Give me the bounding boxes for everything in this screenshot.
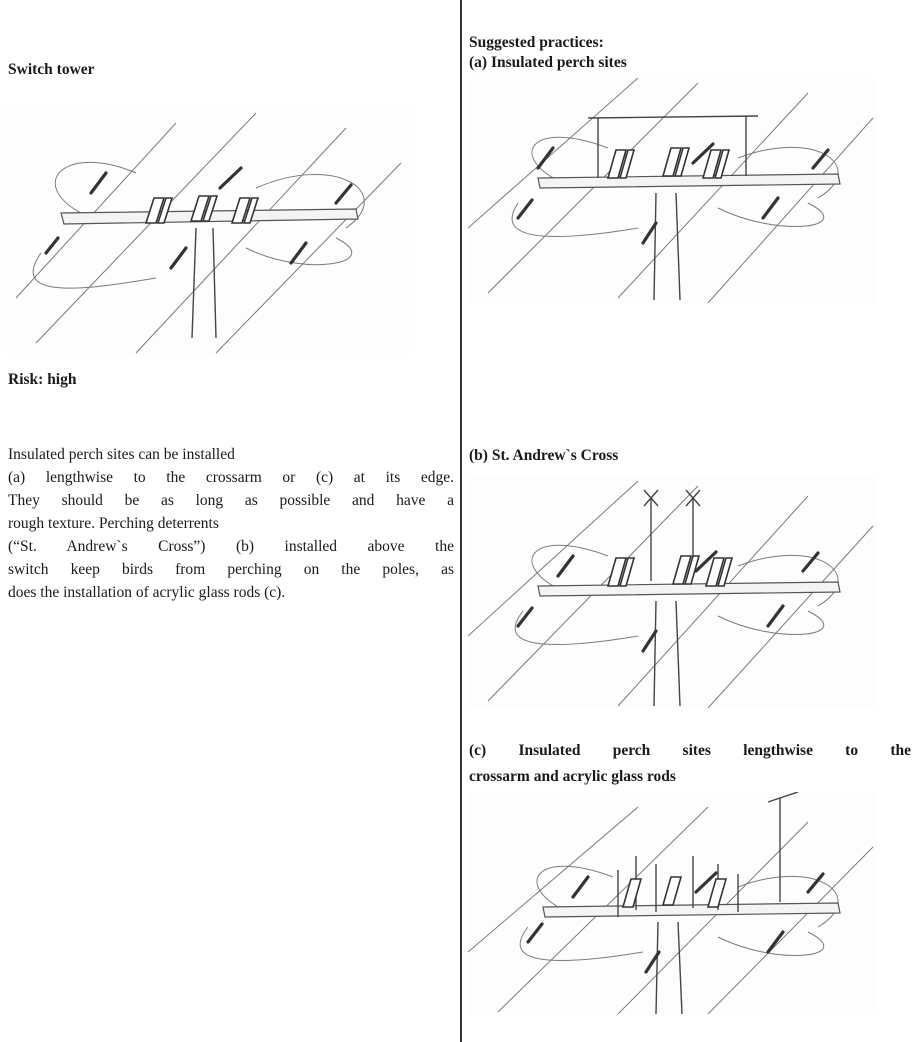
figure-b-drawing <box>468 480 874 708</box>
column-divider <box>460 0 462 1042</box>
description-line: They should be as long as possible and h… <box>8 492 454 509</box>
risk-label: Risk: high <box>8 371 77 388</box>
description-line: rough texture. Perching deterrents <box>8 515 219 532</box>
figure-b <box>468 476 876 708</box>
figure-a-caption: (a) Insulated perch sites <box>469 54 627 71</box>
figure-c-caption-line: (c) Insulated perch sites lengthwise to … <box>469 742 911 759</box>
description-line: switch keep birds from perching on the p… <box>8 561 454 578</box>
tower-drawing <box>15 112 402 354</box>
figure-b-caption: (b) St. Andrew`s Cross <box>469 447 619 464</box>
figure-c <box>468 792 876 1014</box>
figure-a <box>468 78 876 303</box>
switch-tower-title: Switch tower <box>8 61 95 78</box>
figure-c-caption-line: crossarm and acrylic glass rods <box>469 768 676 785</box>
suggested-practices-heading: Suggested practices: <box>469 34 604 51</box>
figure-a-drawing <box>468 78 874 303</box>
description-line: (a) lengthwise to the crossarm or (c) at… <box>8 469 454 486</box>
figure-c-drawing <box>468 792 874 1014</box>
description-line: (“St. Andrew`s Cross”) (b) installed abo… <box>8 538 454 555</box>
description-line: Insulated perch sites can be installed <box>8 446 235 463</box>
description-paragraph: Insulated perch sites can be installed (… <box>8 443 454 604</box>
figure-c-caption: (c) Insulated perch sites lengthwise to … <box>469 738 911 790</box>
description-line: does the installation of acrylic glass r… <box>8 584 286 601</box>
switch-tower-figure <box>6 103 410 358</box>
